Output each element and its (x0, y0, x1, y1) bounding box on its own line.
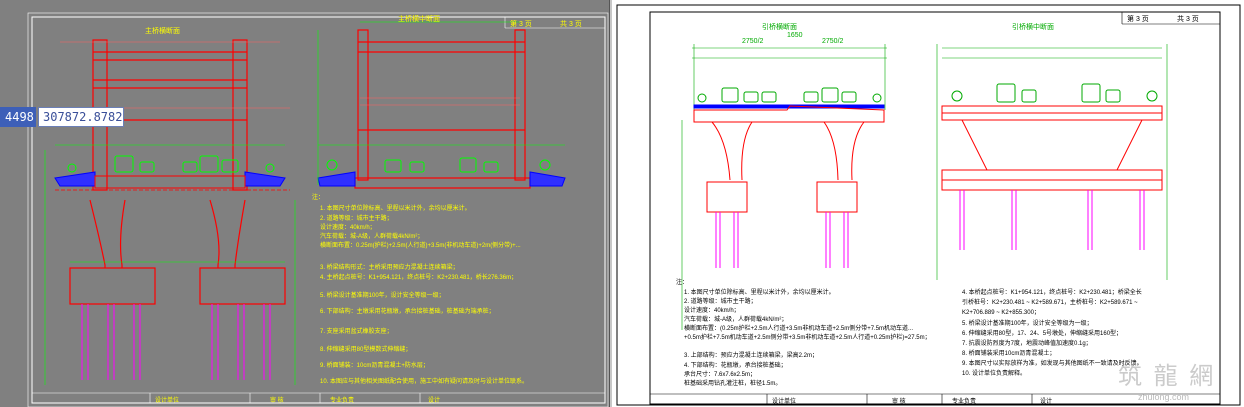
right-note: 承台尺寸：7.6x7.6x2.5m； (684, 372, 757, 378)
left-title-a: 主桥横断面 (145, 28, 180, 35)
right-note: 5. 桥梁设计基准期100年，设计安全等级为一级； (962, 321, 1093, 327)
right-note: 6. 伸缩缝采用80型，17、24、5号墩处，伸缩缝采用160型； (962, 331, 1123, 337)
watermark-logo: 筑 龍 網 (1118, 362, 1216, 390)
right-note: 4. 本桥起点桩号：K1+954.121，终点桩号：K2+230.481；桥梁全… (962, 290, 1142, 296)
right-note: 设计速度：40km/h； (684, 308, 740, 314)
left-note: 9. 桥面铺装：10cm沥青混凝土+防水层； (320, 363, 429, 369)
right-note: K2+706.889 ~ K2+855.300； (962, 310, 1040, 316)
left-note: 4. 主桥起点桩号：K1+954.121，终点桩号：K2+230.481，桥长2… (320, 275, 518, 281)
coordinate-y-input[interactable]: 307872.8782 (38, 107, 124, 127)
right-note: 汽车荷载：城-A级，人群荷载4kN/m²； (684, 317, 788, 323)
right-dim-a: 2750/2 (742, 38, 764, 45)
right-sheet-no: 第 3 页 (1127, 16, 1149, 23)
left-titleblock-cell: 专业负责 (330, 398, 355, 404)
right-notes-head: 注： (676, 280, 689, 286)
right-titleblock-cell: 专业负责 (952, 399, 977, 405)
right-note: 2. 道路等级：城市主干路； (684, 299, 757, 305)
left-note: 设计速度：40km/h； (320, 225, 376, 231)
coordinate-x-input[interactable]: 4498 (0, 107, 36, 127)
right-note: 1. 本图尺寸单位除标高、里程以米计外，余均以厘米计。 (684, 290, 835, 296)
right-note: 7. 抗震设防烈度为7度，地震动峰值加速度0.1g； (962, 341, 1092, 347)
right-note: 8. 桥面铺装采用10cm沥青混凝土； (962, 351, 1056, 357)
right-note: 引桥桩号：K2+230.481 ~ K2+589.671，主桥桩号：K2+589… (962, 300, 1138, 306)
right-note: +0.5m护栏+7.5m机动车道+2.5m侧分带+3.5m非机动车道+2.5m人… (684, 335, 931, 341)
left-note: 1. 本图尺寸单位除标高、里程以米计外，余均以厘米计。 (320, 206, 471, 212)
left-note: 2. 道路等级：城市主干路； (320, 216, 393, 222)
left-titleblock-cell: 设计单位 (155, 398, 180, 404)
left-note: 10. 本图应与其他相关图纸配合使用，施工中如有疑问请及时与设计单位联系。 (320, 379, 529, 385)
right-dim-b: 2750/2 (822, 38, 844, 45)
left-sheet-no: 第 3 页 (510, 21, 532, 28)
left-note: 汽车荷载：城-A级，人群荷载4kN/m²； (320, 234, 424, 240)
right-titleblock-cell: 设计 (1040, 399, 1053, 405)
right-note: 桩基础采用钻孔灌注桩，桩径1.5m。 (684, 381, 782, 387)
right-titleblock-cell: 设计单位 (772, 399, 797, 405)
left-sheet-of: 共 3 页 (560, 21, 582, 28)
right-note: 3. 上部结构：预应力混凝土连续箱梁，梁高2.2m； (684, 353, 819, 359)
left-drawing-canvas (27, 12, 609, 407)
left-note: 横断面布置：0.25m(护栏)+2.5m(人行道)+3.5m(非机动车道)+2m… (320, 243, 521, 249)
watermark-url: zhulong.com (1138, 392, 1190, 402)
right-note: 9. 本图尺寸以实际放样为准，如发现与其他图纸不一致请及时反馈。 (962, 361, 1143, 367)
right-title-b: 引桥横中断面 (1012, 24, 1054, 31)
left-note: 3. 桥梁结构形式：主桥采用预应力混凝土连续箱梁； (320, 265, 459, 271)
left-notes-head: 注： (312, 195, 325, 201)
right-titleblock-cell: 审 核 (892, 399, 906, 405)
left-note: 8. 伸缩缝采用80型模数式伸缩缝； (320, 347, 412, 353)
left-note: 6. 下部结构：主墩采用花瓶墩，承台接桩基础，桩基础为端承桩； (320, 309, 495, 315)
right-note: 4. 下部结构：花瓶墩，承台接桩基础； (684, 363, 787, 369)
right-note: 横断面布置：(0.25m护栏+2.5m人行道+3.5m非机动车道+2.5m侧分带… (684, 326, 914, 332)
left-title-b: 主桥横中断面 (398, 16, 440, 23)
right-sheet-of: 共 3 页 (1177, 16, 1199, 23)
cad-left-viewport[interactable]: 主桥横断面 主桥横中断面 第 3 页 共 3 页 注： 1. 本图尺寸单位除标高… (0, 0, 612, 407)
right-note: 10. 设计单位负责解释。 (962, 371, 1027, 377)
right-drawing-canvas (616, 4, 1241, 406)
left-titleblock-cell: 审 核 (270, 398, 284, 404)
right-title-a: 引桥横断面 (762, 24, 797, 31)
left-titleblock-cell: 设计 (428, 398, 441, 404)
right-dim-c: 1650 (787, 32, 803, 39)
left-note: 7. 支座采用盆式橡胶支座； (320, 329, 393, 335)
left-note: 5. 桥梁设计基准期100年，设计安全等级一级； (320, 293, 445, 299)
cad-right-viewport[interactable]: 引桥横断面 引桥横中断面 第 3 页 共 3 页 2750/2 2750/2 1… (612, 0, 1244, 407)
